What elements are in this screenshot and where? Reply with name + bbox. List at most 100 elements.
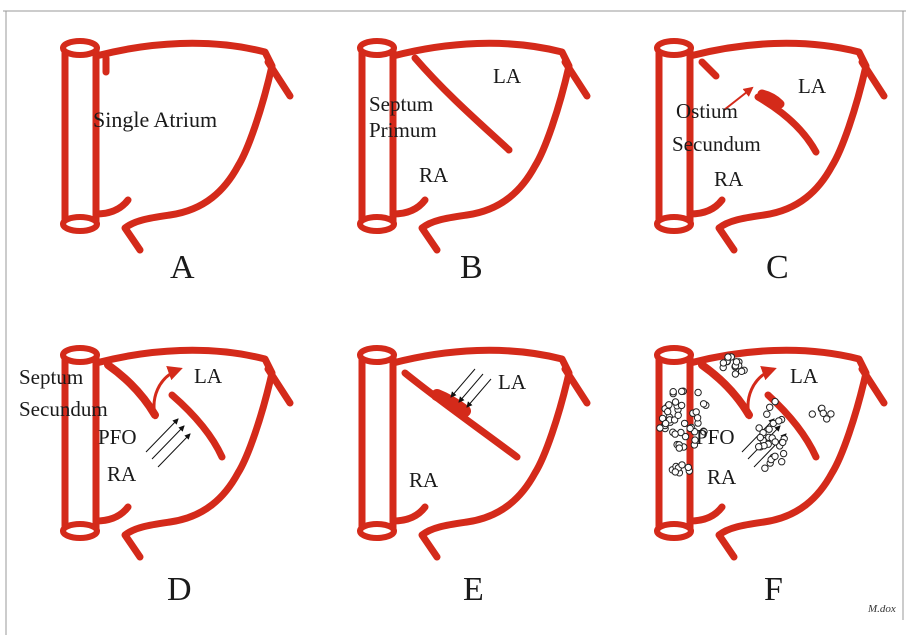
pfo-flow-arrow xyxy=(152,366,183,420)
bubble xyxy=(681,432,690,441)
inferior-vena-cava-opening xyxy=(357,521,397,541)
pressure-arrow xyxy=(466,378,492,408)
bubble xyxy=(765,425,773,433)
pfo-label: PFO xyxy=(98,425,137,449)
left-atrium-label: LA xyxy=(798,74,827,98)
right-atrium-label: RA xyxy=(409,468,439,492)
bubble xyxy=(656,424,664,432)
heart-outline xyxy=(60,345,294,561)
bubble xyxy=(766,403,774,412)
inferior-vena-cava-opening xyxy=(60,521,100,541)
bubble xyxy=(763,410,771,418)
bubble xyxy=(779,438,787,447)
lower-atrial-wall xyxy=(686,196,726,218)
pulmonary-vein xyxy=(561,58,591,100)
ostium-secundum-label-line2: Secundum xyxy=(672,132,761,156)
bubble xyxy=(761,464,769,472)
bubble xyxy=(664,407,672,416)
panel-a: Single Atrium A xyxy=(60,38,294,286)
bubble xyxy=(724,353,732,361)
ostium-secundum-label-line1: Ostium xyxy=(676,99,738,123)
panel-letter-d: D xyxy=(167,571,192,608)
superior-vena-cava-opening xyxy=(357,38,397,58)
superior-vena-cava-opening xyxy=(654,38,694,58)
bubble xyxy=(808,410,817,418)
bubble xyxy=(693,414,702,422)
pressure-arrow xyxy=(458,373,484,403)
bubble xyxy=(678,387,686,396)
bubble xyxy=(823,415,831,423)
bubble xyxy=(700,428,708,436)
panel-letter-f: F xyxy=(764,571,783,608)
bubble xyxy=(719,359,728,367)
panel-letter-e: E xyxy=(463,571,484,608)
inferior-vena-cava-opening xyxy=(654,521,694,541)
panel-letter-b: B xyxy=(460,249,483,286)
bubble xyxy=(771,397,779,406)
atrial-wall xyxy=(389,39,573,254)
bubble xyxy=(778,458,786,466)
pressure-arrow xyxy=(151,425,185,460)
pulmonary-vein xyxy=(561,365,591,407)
panel-b: Septum Primum LA RA B xyxy=(357,38,591,286)
heart-outline xyxy=(654,38,888,254)
bubble xyxy=(731,370,740,378)
pulmonary-vein xyxy=(264,58,294,100)
left-atrium-label: LA xyxy=(194,364,223,388)
bubble xyxy=(671,398,680,406)
bubble xyxy=(677,401,686,410)
pfo-flow-arrow xyxy=(746,366,777,420)
panel-c: Ostium Secundum LA RA C xyxy=(654,38,888,286)
pulmonary-vein xyxy=(858,58,888,100)
bubble xyxy=(819,409,828,418)
bubble xyxy=(732,358,741,366)
bubble-clusters xyxy=(656,353,835,477)
bubble xyxy=(737,367,746,376)
bubble xyxy=(755,424,763,432)
inferior-vena-cava-opening xyxy=(654,214,694,234)
bubble xyxy=(694,388,702,397)
atrial-wall xyxy=(686,346,870,561)
bubble xyxy=(674,411,682,420)
pressure-arrow xyxy=(145,418,179,453)
vena-cava-walls xyxy=(655,355,694,529)
atrial-wall xyxy=(92,39,276,254)
vena-cava-walls xyxy=(358,48,397,222)
lower-atrial-wall xyxy=(686,503,726,525)
lower-atrial-wall xyxy=(389,503,429,525)
bubble xyxy=(755,443,763,451)
septum-secundum-label-line1: Septum xyxy=(19,365,83,389)
bubble xyxy=(699,400,708,408)
bubble xyxy=(827,410,835,418)
bubble xyxy=(680,419,689,428)
panel-letter-c: C xyxy=(766,249,789,286)
bubble xyxy=(779,449,788,458)
septum-primum-label-line2: Primum xyxy=(369,118,437,142)
right-atrium-label: RA xyxy=(707,465,737,489)
panel-letter-a: A xyxy=(170,249,195,286)
lower-atrial-wall xyxy=(92,503,132,525)
bubble xyxy=(661,419,670,428)
artist-signature: M.dox xyxy=(867,603,896,615)
inferior-vena-cava-opening xyxy=(60,214,100,234)
right-atrium-label: RA xyxy=(714,167,744,191)
heart-outline xyxy=(60,38,294,254)
lower-atrial-wall xyxy=(389,196,429,218)
heart-outline xyxy=(357,345,591,561)
septum-secundum-label-line2: Secundum xyxy=(19,397,108,421)
bubble xyxy=(756,433,765,442)
bubble xyxy=(775,417,783,425)
pulmonary-vein xyxy=(264,365,294,407)
single-atrium-label: Single Atrium xyxy=(93,107,217,132)
vena-cava-walls xyxy=(655,48,694,222)
panel-f: PFO LA RA F xyxy=(654,345,888,608)
superior-vena-cava-opening xyxy=(60,38,100,58)
bubble xyxy=(771,438,779,446)
panel-e: LA RA E xyxy=(357,345,591,608)
bubble xyxy=(671,430,679,438)
panel-d: Septum Secundum PFO LA RA D xyxy=(19,345,294,608)
superior-vena-cava-opening xyxy=(60,345,100,365)
lower-atrial-wall xyxy=(92,196,132,218)
heart-outline xyxy=(654,345,888,561)
right-atrium-label: RA xyxy=(107,462,137,486)
